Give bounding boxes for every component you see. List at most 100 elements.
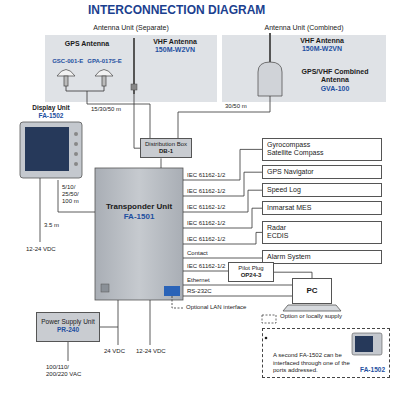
power-supply-unit: Power Supply UnitPR-240 [36, 312, 100, 342]
signal-label: IEC 61162-1/2 [186, 236, 226, 243]
distribution-box: Distribution BoxDB-1 [140, 138, 192, 158]
node-text: Speed Log [267, 186, 377, 194]
power-cable [68, 342, 69, 361]
cable-line [183, 271, 228, 272]
node-text: Pilot Plug [233, 265, 269, 272]
transponder-unit: Transponder UnitFA-1501 [95, 168, 183, 300]
signal-label: IEC 61162-1/2 [186, 220, 226, 227]
vhf-antenna-mast [269, 33, 271, 63]
signal-label: RS-232C [186, 288, 213, 295]
node-text: GPS/VHF Combined Antenna [288, 68, 382, 85]
signal-label: IEC 61162-1/2 [186, 172, 226, 179]
antenna-label: GPS AntennaGSC-001-E GPA-017S-E [48, 40, 126, 94]
node-text: Antenna Unit (Combined) [222, 24, 386, 32]
cable-line [183, 232, 262, 244]
cable-length: 3.5 m [44, 222, 59, 229]
pc-screen: PC [292, 278, 332, 304]
power-cable [40, 178, 41, 242]
cable-line [161, 158, 162, 168]
signal-label: 30/50 m [224, 103, 248, 110]
pilot-plug: Pilot PlugOP24-3 [228, 262, 274, 282]
node-text: FA-1502 [360, 366, 385, 374]
node-text: Gyrocompass Satellite Compass [267, 141, 331, 158]
node-text: Inmarsat MES [267, 204, 377, 212]
supply-voltage: 12-24 VDC [136, 348, 166, 355]
node-text: Antenna Unit (Separate) [45, 24, 217, 32]
antenna-label: VHF Antenna150M-W2VN [276, 36, 366, 56]
panel-ground [222, 35, 386, 102]
laptop-keyboard [283, 305, 341, 311]
node-text: GSC-001-E [52, 58, 83, 65]
supply-voltage: 100/110/ 200/220 VAC [46, 364, 86, 378]
cable-line [183, 149, 262, 180]
supply-voltage: 24 VDC [104, 348, 125, 355]
antenna-cable [66, 86, 104, 94]
device-box: Alarm System [262, 250, 382, 264]
signal-label: 15/30/50 m [90, 106, 122, 113]
cable-line [58, 180, 95, 212]
cable-line [100, 300, 118, 327]
transponder-body [95, 168, 183, 300]
node-text: Alarm System [267, 253, 377, 261]
cable-line [183, 208, 262, 228]
node-text: PC [293, 286, 331, 296]
panel-ground [45, 35, 217, 102]
cable-line [87, 94, 150, 138]
bullet [265, 337, 268, 340]
antenna-label: VHF Antenna150M-W2VN [128, 36, 212, 94]
vhf-antenna-base [131, 84, 137, 90]
signal-label: Ethernet [186, 277, 211, 284]
node-text: Distribution Box [142, 141, 190, 148]
display-buttons [74, 132, 78, 166]
display-icon-screen [355, 336, 373, 352]
node-text: Display Unit [18, 104, 84, 112]
display-bezel [20, 122, 82, 178]
node-text: GPS Antenna [48, 40, 126, 48]
signal-label: IEC 61162-1/2 [186, 263, 226, 270]
legend-text: Option or locally supply [280, 313, 342, 320]
node-text: GPS Navigator [267, 168, 377, 176]
display-unit: Display UnitFA-1502 [18, 104, 84, 180]
power-cable [150, 300, 151, 345]
antenna-group: Antenna Unit (Combined) VHF Antenna150M-W… [222, 24, 386, 102]
node-text: VHF Antenna [138, 38, 212, 46]
cable-line [183, 296, 292, 297]
node-text: FA-1502 [18, 112, 84, 120]
cable-line [183, 258, 262, 259]
node-text: A second FA-1502 can be interfaced throu… [273, 352, 351, 374]
gps-antenna-icon [57, 70, 113, 87]
device-box: GPS Navigator [262, 165, 382, 179]
node-text: OP24-3 [233, 272, 269, 279]
node-text: Power Supply Unit [39, 318, 97, 326]
node-text: 150M-W2VN [138, 46, 212, 54]
node-text: FA-1501 [97, 212, 181, 222]
node-text: VHF Antenna [278, 37, 366, 45]
device-box: Speed Log [262, 183, 382, 197]
device-box: Inmarsat MES [262, 201, 382, 215]
supply-voltage: 12-24 VDC [26, 246, 56, 253]
note-box: A second FA-1502 can be interfaced throu… [262, 328, 390, 378]
cable-line [183, 172, 262, 196]
signal-label: IEC 61162-1/2 [186, 204, 226, 211]
device-box: Gyrocompass Satellite Compass [262, 138, 382, 161]
display-icon [352, 333, 382, 355]
status-lamp [101, 284, 109, 292]
display-screen [25, 127, 69, 171]
node-text: GPA-017S-E [87, 58, 122, 65]
antenna-group: Antenna Unit (Separate) VHF Antenna150M-W… [45, 24, 217, 102]
option-note: Optional LAN interface [186, 304, 246, 311]
antenna-label: GPS/VHF Combined AntennaGVA-100 [250, 60, 382, 96]
signal-label: IEC 61162-1/2 [186, 188, 226, 195]
node-text: DB-1 [142, 148, 190, 155]
legend-sample [262, 315, 276, 323]
device-box: Radar ECDIS [262, 221, 382, 244]
diagram-title: INTERCONNECTION DIAGRAM [88, 4, 265, 18]
power-cable [118, 327, 119, 345]
cable-line [183, 285, 292, 286]
node-text: Radar ECDIS [267, 224, 297, 241]
node-text: Transponder Unit [97, 202, 181, 212]
node-text: PR-240 [39, 326, 97, 334]
optional-lan-line [172, 296, 183, 308]
node-text: 150M-W2VN [278, 45, 366, 53]
